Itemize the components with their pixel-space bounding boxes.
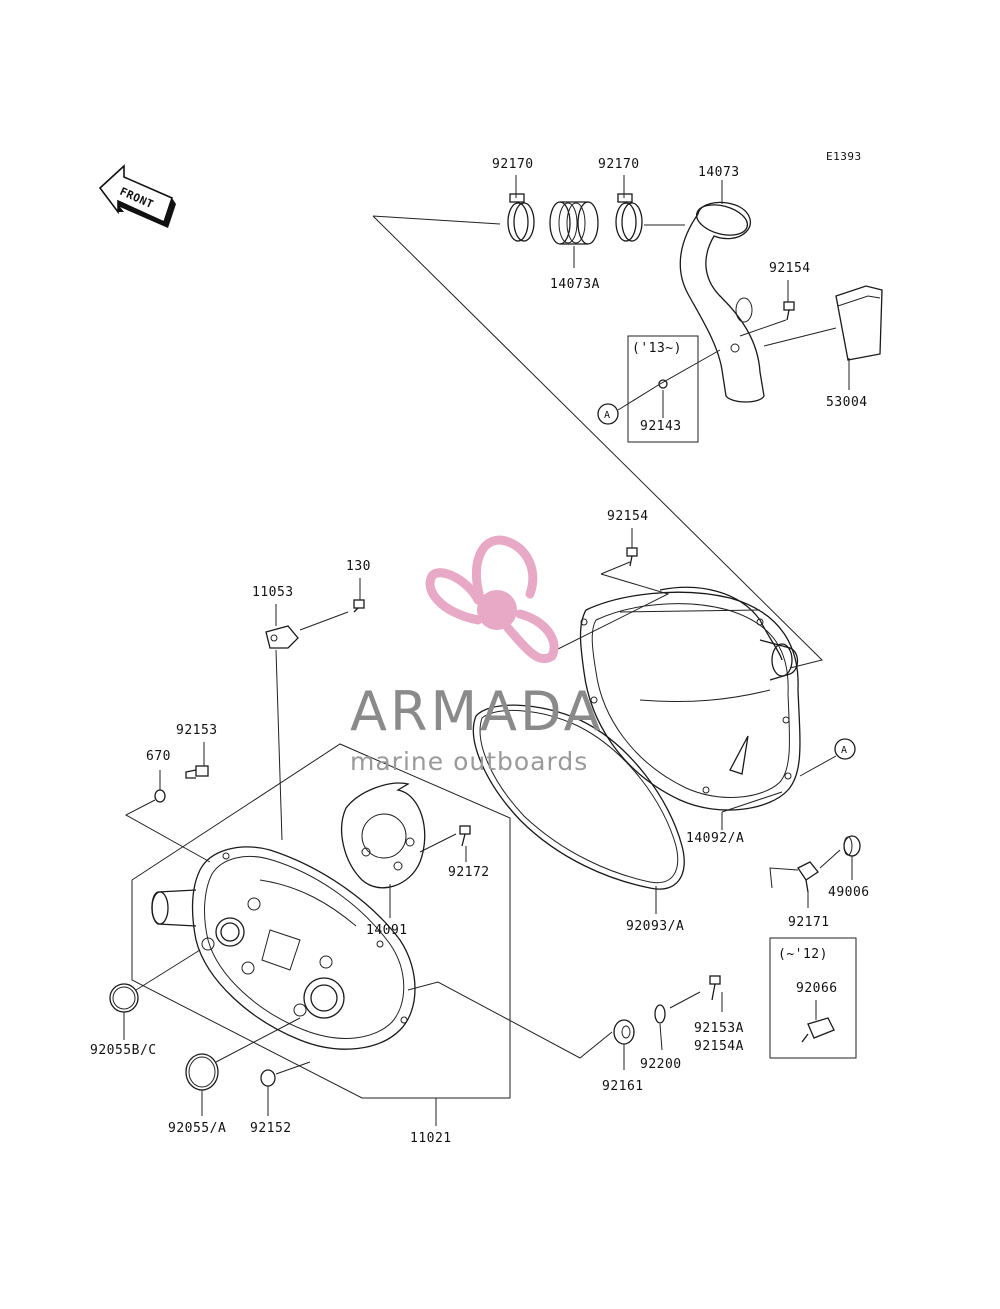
watermark-tagline: marine outboards [350,747,588,776]
label-670: 670 [146,749,171,764]
watermark-brand: ARMADA [350,680,604,743]
sensor-bracket [265,625,299,649]
ring-670 [154,789,166,803]
bolt-92154-top [783,301,795,321]
bolt-92172 [459,825,471,847]
label-11021: 11021 [410,1131,452,1146]
hose-clamp-right [615,193,643,242]
label-year-12: (~'12) [778,947,828,962]
label-92055A: 92055/A [168,1121,226,1136]
bolt-92171 [797,861,819,893]
plug-92152 [260,1069,276,1087]
label-92055BC: 92055B/C [90,1043,157,1058]
label-14091: 14091 [366,923,408,938]
label-49006: 49006 [828,885,870,900]
inner-cover [151,846,416,1050]
label-92143: 92143 [640,419,682,434]
label-92066: 92066 [796,981,838,996]
label-92170-right: 92170 [598,157,640,172]
bolt-130 [353,599,365,613]
outer-cover [579,586,801,811]
label-92161: 92161 [602,1079,644,1094]
grommet [843,835,861,857]
marker-a-right [834,738,856,760]
bolt-92154-mid [626,547,638,567]
label-11053: 11053 [252,585,294,600]
label-92171: 92171 [788,915,830,930]
label-92093A: 92093/A [626,919,684,934]
diagram-code: E1393 [826,150,862,163]
label-14073: 14073 [698,165,740,180]
label-92153: 92153 [176,723,218,738]
label-92172: 92172 [448,865,490,880]
label-92154-top: 92154 [769,261,811,276]
washer-92200 [654,1004,666,1024]
label-92170-left: 92170 [492,157,534,172]
front-arrow-icon: FRONT [98,164,176,228]
leader-lines-top [372,175,850,669]
label-14092A: 14092/A [686,831,744,846]
bolt-92153 [185,765,209,779]
leader-lines-bottom [123,528,853,1126]
year-bracket-12 [769,937,857,1059]
label-92154-mid: 92154 [607,509,649,524]
label-53004: 53004 [826,395,868,410]
label-92154A: 92154A [694,1039,744,1054]
intake-duct [679,201,765,403]
duct-sleeve [549,201,599,245]
o-ring-92055BC [109,983,139,1013]
year-bracket-13 [597,335,699,443]
label-14073A: 14073A [550,277,600,292]
marker-a-text-left: A [604,410,611,421]
label-92152: 92152 [250,1121,292,1136]
baffle-plate [340,782,426,889]
grommet-92161 [613,1019,635,1045]
o-ring-92055A [185,1053,219,1091]
marker-a-text-right: A [841,745,848,756]
label-year-13: ('13~) [632,341,682,356]
hose-clamp-left [507,193,535,242]
pad [835,285,883,361]
label-92153A: 92153A [694,1021,744,1036]
armada-logo-icon [425,535,559,664]
label-130: 130 [346,559,371,574]
gasket [472,704,685,890]
label-92200: 92200 [640,1057,682,1072]
bolt-92153A [709,975,721,1001]
